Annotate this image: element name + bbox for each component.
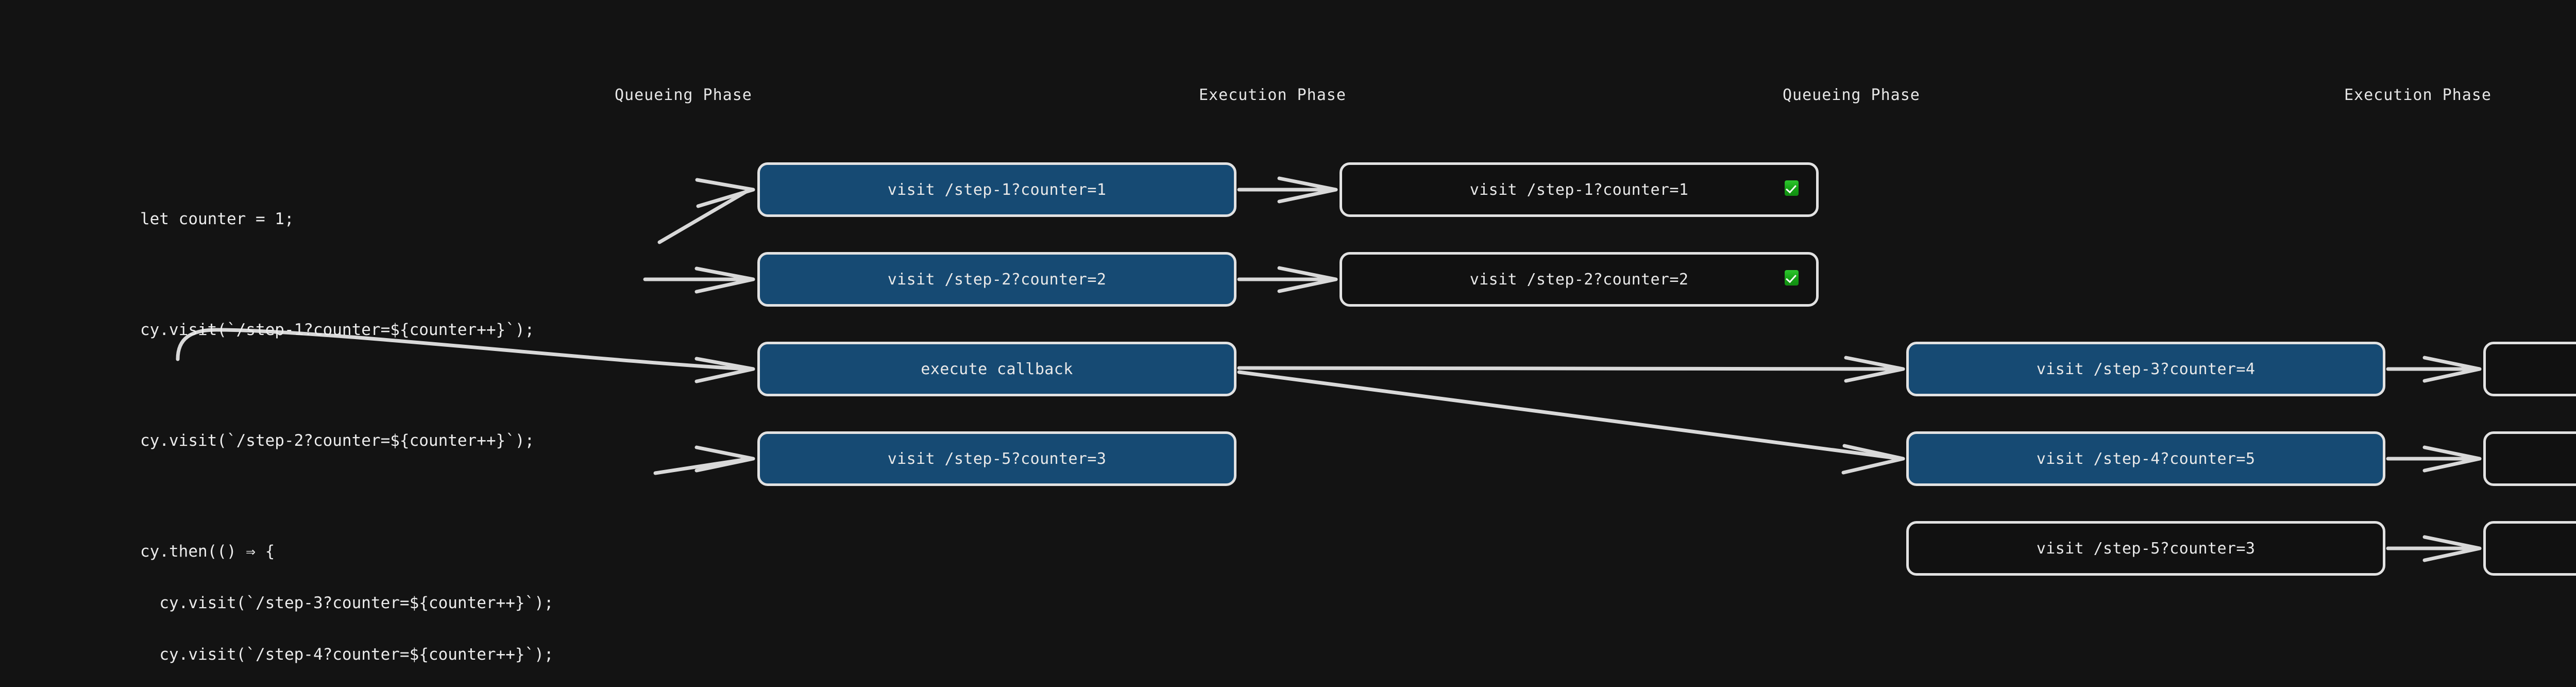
code-line: cy.visit(`/step-3?counter=${counter++}`)… (140, 594, 554, 612)
arrow-queue2-to-exec2 (1237, 266, 1338, 293)
node-label: visit /step-5?counter=3 (2036, 539, 2256, 558)
arrow-code2-to-queue2 (643, 266, 755, 294)
arrow-queue-step4-to-exec-step4 (2386, 445, 2482, 473)
column-header-execution-2: Execution Phase (2344, 86, 2492, 104)
code-line: cy.visit(`/step-1?counter=${counter++}`)… (140, 321, 535, 339)
node-queue-step1[interactable]: visit /step-1?counter=1 (757, 162, 1236, 217)
node-label: visit /step-1?counter=1 (1469, 180, 1689, 199)
node-queue-execute-callback[interactable]: execute callback (757, 342, 1236, 396)
node-label: visit /step-2?counter=2 (1469, 270, 1689, 289)
arrow-callback-to-queue-step3 (1237, 356, 1905, 383)
node-label: visit /step-3?counter=4 (2036, 360, 2256, 378)
arrow-code5-to-queue5 (653, 445, 755, 475)
arrow-code1-to-queue1 (657, 178, 755, 244)
node-label: execute callback (921, 360, 1073, 378)
check-icon (1785, 180, 1799, 199)
arrow-queue-step3-to-exec-step3 (2386, 356, 2482, 383)
node-exec2-step4[interactable]: visit /step-4?counter=5 (2483, 431, 2576, 486)
node-label: visit /step-1?counter=1 (887, 180, 1107, 199)
node-label: visit /step-5?counter=3 (887, 449, 1107, 468)
column-header-queueing-1: Queueing Phase (615, 86, 752, 104)
node-exec-step2[interactable]: visit /step-2?counter=2 (1340, 252, 1819, 307)
node-queue2-step5[interactable]: visit /step-5?counter=3 (1906, 521, 2385, 576)
node-queue-step5[interactable]: visit /step-5?counter=3 (757, 431, 1236, 486)
node-queue2-step4[interactable]: visit /step-4?counter=5 (1906, 431, 2385, 486)
arrow-queue1-to-exec1 (1237, 176, 1338, 204)
check-icon (1785, 270, 1799, 289)
code-blank-line (140, 263, 554, 290)
code-line: cy.then(() ⇒ { (140, 542, 275, 561)
code-block: let counter = 1; cy.visit(`/step-1?count… (140, 179, 554, 687)
arrow-queue-step5-to-exec-step5 (2386, 535, 2482, 562)
node-label: visit /step-2?counter=2 (887, 270, 1107, 289)
node-label: visit /step-4?counter=5 (2036, 449, 2256, 468)
column-header-queueing-2: Queueing Phase (1783, 86, 1920, 104)
code-blank-line (140, 374, 554, 401)
node-queue-step2[interactable]: visit /step-2?counter=2 (757, 252, 1236, 307)
code-line: cy.visit(`/step-4?counter=${counter++}`)… (140, 645, 554, 664)
code-blank-line (140, 484, 554, 512)
node-exec2-step5[interactable]: visit /step-5?counter=3 (2483, 521, 2576, 576)
node-queue2-step3[interactable]: visit /step-3?counter=4 (1906, 342, 2385, 396)
code-line: let counter = 1; (140, 210, 294, 228)
node-exec2-step3[interactable]: visit /step-3?counter=4 (2483, 342, 2576, 396)
node-exec-step1[interactable]: visit /step-1?counter=1 (1340, 162, 1819, 217)
code-line: cy.visit(`/step-2?counter=${counter++}`)… (140, 431, 535, 450)
column-header-execution-1: Execution Phase (1199, 86, 1346, 104)
arrow-callback-to-queue-step4 (1237, 370, 1905, 475)
